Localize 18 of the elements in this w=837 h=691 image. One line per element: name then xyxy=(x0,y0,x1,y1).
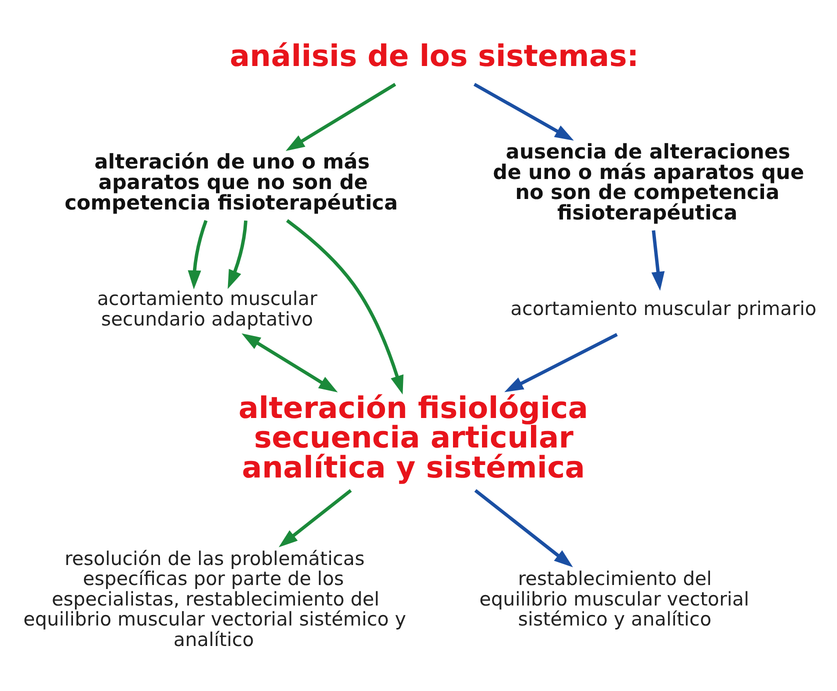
node-text: análisis de los sistemas: xyxy=(230,38,639,74)
node-text: resolución de las problemáticas específicas por parte de los especialistas, restablecimiento del equilibrio muscular vectorial sistémico y analítico xyxy=(23,547,406,651)
node-text: acortamiento muscular secundario adaptativo xyxy=(97,287,318,330)
arrow xyxy=(228,220,248,289)
arrow xyxy=(504,332,618,392)
arrow xyxy=(286,82,396,150)
node-text: alteración fisiológica secuencia articular analítica y sistémica xyxy=(238,390,588,485)
arrow xyxy=(474,82,574,140)
arrow xyxy=(286,218,404,394)
node-text: ausencia de alteraciones de uno o más aparatos que no son de competencia fisioterapéutica xyxy=(492,139,804,224)
arrow xyxy=(651,230,665,290)
node-text: alteración de uno o más aparatos que no son de competencia fisioterapéutica xyxy=(64,149,398,214)
arrow xyxy=(242,332,338,392)
arrow xyxy=(278,488,352,547)
node-text: restablecimiento del equilibrio muscular vectorial sistémico y analítico xyxy=(479,568,750,630)
arrow xyxy=(474,488,573,567)
node-text: acortamiento muscular primario xyxy=(510,298,816,320)
arrow xyxy=(188,220,208,289)
